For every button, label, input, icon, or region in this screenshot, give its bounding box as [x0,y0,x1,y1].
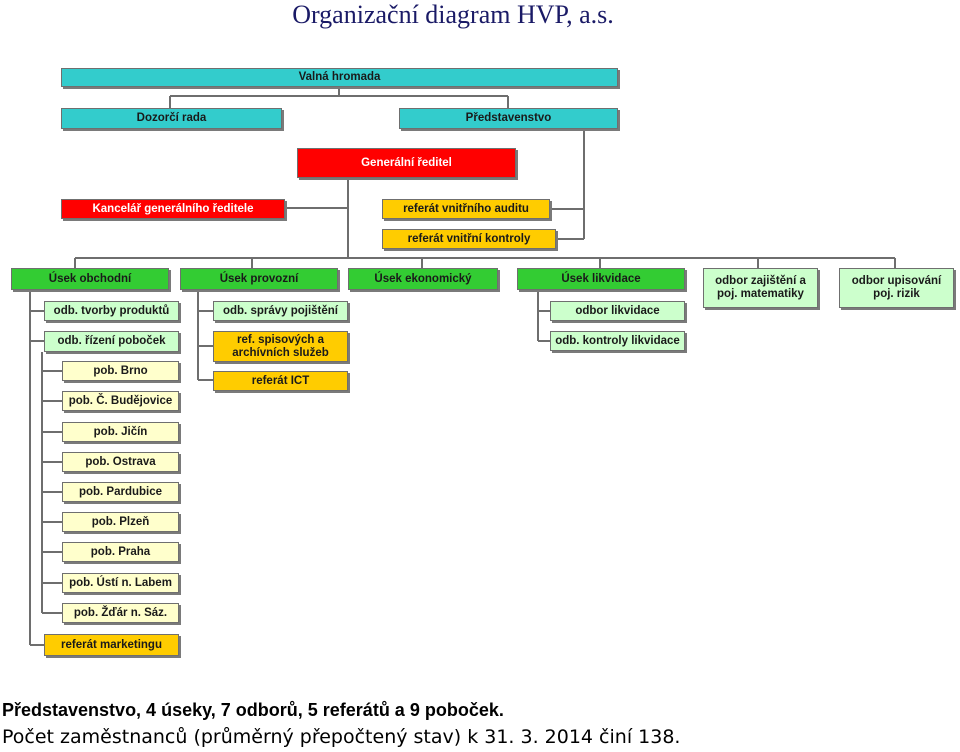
referat-marketingu-box: referát marketingu [44,634,179,656]
referat-kontroly-box: referát vnitřní kontroly [382,229,556,249]
page-title: Organizační diagram HVP, a.s. [292,0,614,29]
odb-spravy-box: odb. správy pojištění [213,301,348,321]
pobocka-box: pob. Brno [62,361,179,381]
pobocka-box: pob. Č. Budějovice [62,391,179,411]
usek-ekonomicky-box: Úsek ekonomický [348,268,498,290]
footer-summary: Představenstvo, 4 úseky, 7 odborů, 5 ref… [2,700,504,720]
pobocka-box: pob. Žďár n. Sáz. [62,603,179,623]
kancelar-box: Kancelář generálního ředitele [61,199,285,219]
referat-auditu-box: referát vnitřního auditu [382,199,550,219]
odbor-likvidace-box: odbor likvidace [550,301,685,321]
pobocka-box: pob. Ostrava [62,452,179,472]
usek-likvidace-box: Úsek likvidace [517,268,685,290]
predstavenstvo-box: Představenstvo [399,108,618,129]
referat-ict-box: referát ICT [213,371,348,391]
ref-spisovych-box: ref. spisových a archívních služeb [213,331,348,362]
pobocka-box: pob. Jičín [62,422,179,442]
odbor-upisovani-box: odbor upisování poj. rizik [839,268,954,308]
pobocka-box: pob. Praha [62,542,179,562]
generalni-reditel-box: Generální ředitel [297,148,516,178]
usek-provozni-box: Úsek provozní [180,268,338,290]
odbor-zajisteni-box: odbor zajištění a poj. matematiky [703,268,818,308]
odb-rizeni-box: odb. řízení poboček [44,331,179,352]
pobocka-box: pob. Ústí n. Labem [62,573,179,593]
odb-kontroly-likvidace-box: odb. kontroly likvidace [550,331,685,351]
pobocka-box: pob. Plzeň [62,512,179,532]
footer-employees: Počet zaměstnanců (průměrný přepočtený s… [2,726,681,748]
valna-hromada-box: Valná hromada [61,68,618,87]
pobocka-box: pob. Pardubice [62,482,179,502]
odb-tvorby-box: odb. tvorby produktů [44,301,179,321]
usek-obchodni-box: Úsek obchodní [11,268,169,290]
dozorci-rada-box: Dozorčí rada [61,108,282,129]
